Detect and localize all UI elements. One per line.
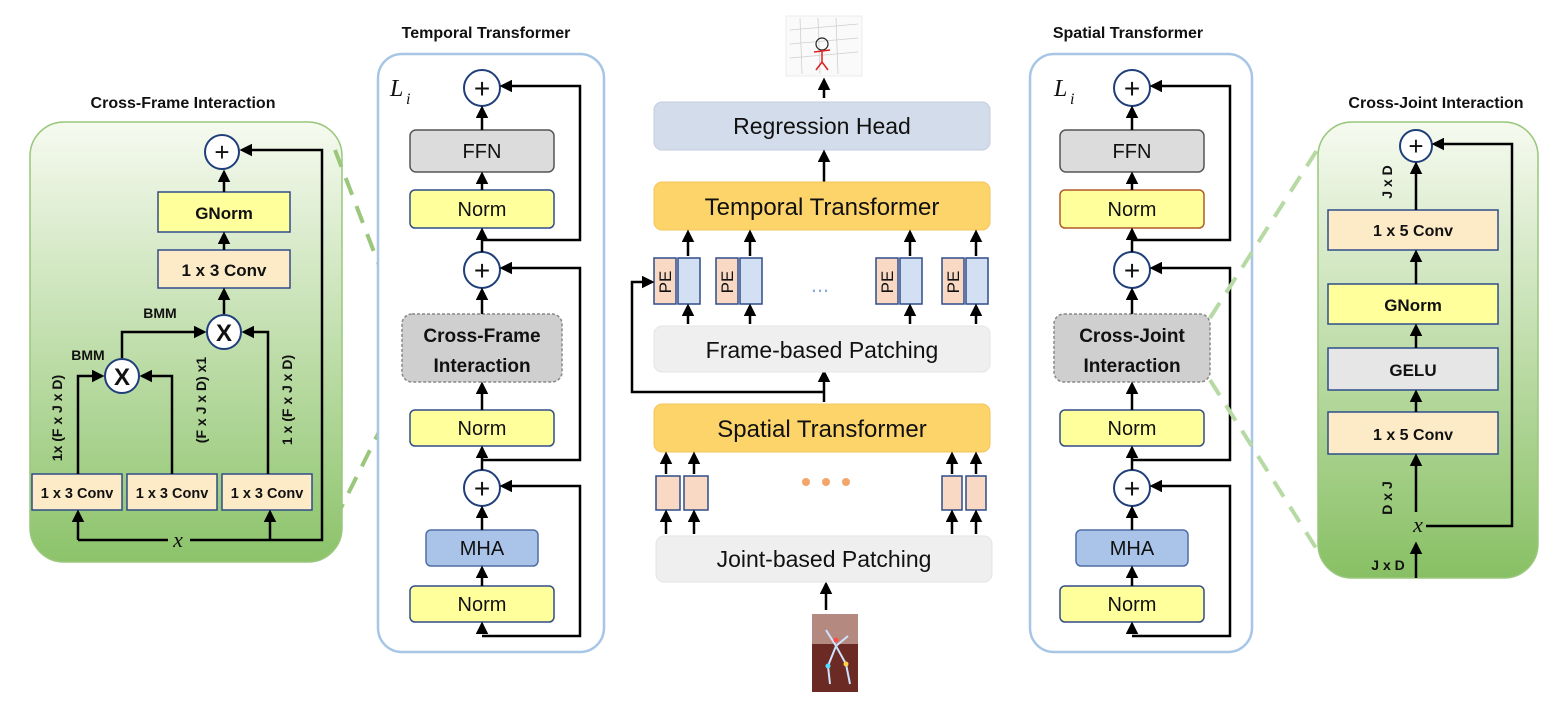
svg-text:GNorm: GNorm	[195, 204, 253, 223]
svg-text:+: +	[474, 473, 490, 504]
svg-text:PE: PE	[944, 271, 963, 294]
svg-text:Norm: Norm	[1108, 418, 1157, 440]
input-x: x	[1412, 512, 1423, 537]
svg-text:Norm: Norm	[458, 199, 507, 221]
gnorm-box	[1327, 283, 1499, 325]
svg-text:+: +	[1124, 473, 1140, 504]
svg-text:1 x 3 Conv: 1 x 3 Conv	[41, 486, 114, 502]
svg-text:Norm: Norm	[1108, 199, 1157, 221]
ellipsis-dots: ...	[811, 272, 829, 297]
svg-text:GELU: GELU	[1389, 361, 1436, 380]
svg-text:+: +	[1408, 131, 1423, 161]
dim-label-1: 1x (F x J x D)	[49, 375, 65, 461]
conv-box-top	[157, 249, 291, 289]
frame-patching-box	[653, 325, 991, 373]
bmm-label-top: BMM	[143, 305, 176, 321]
conv-box-bottom	[1327, 411, 1499, 455]
svg-text:X: X	[216, 320, 232, 347]
svg-text:PE: PE	[878, 271, 897, 294]
svg-text:PE: PE	[718, 271, 737, 294]
temporal-transformer-box	[653, 181, 991, 231]
spatial-transformer-block: Spatial Transformer L i + FFN Norm + Cro…	[1028, 25, 1254, 654]
svg-text:1 x 5 Conv: 1 x 5 Conv	[1373, 427, 1453, 444]
cross-frame-title: Cross-Frame Interaction	[91, 95, 276, 112]
multiply-circle-icon	[206, 314, 242, 350]
svg-text:1 x 3 Conv: 1 x 3 Conv	[181, 261, 267, 280]
center-pipeline: Regression Head Temporal Transformer PE …	[630, 15, 993, 692]
cross-joint-title: Cross-Joint Interaction	[1348, 95, 1523, 112]
input-video-frame-image	[812, 614, 858, 692]
joint-token-group	[655, 475, 987, 511]
add-circle-icon	[204, 134, 240, 170]
svg-text:L: L	[1053, 76, 1067, 102]
svg-text:Regression Head: Regression Head	[733, 113, 911, 139]
svg-text:+: +	[1124, 73, 1140, 104]
svg-text:FFN: FFN	[1113, 141, 1152, 163]
svg-text:MHA: MHA	[1110, 538, 1155, 560]
multiply-circle-icon	[104, 358, 140, 394]
dim-label-2: (F x J x D) x1	[193, 357, 209, 444]
svg-text:GNorm: GNorm	[1384, 296, 1442, 315]
svg-text:Joint-based Patching: Joint-based Patching	[717, 546, 932, 572]
svg-text:1 x 3 Conv: 1 x 3 Conv	[231, 486, 304, 502]
svg-text:Interaction: Interaction	[433, 356, 530, 377]
gelu-box	[1327, 347, 1499, 391]
spatial-block-title: Spatial Transformer	[1053, 25, 1203, 42]
temporal-transformer-block: Temporal Transformer L i + FFN Norm + Cr…	[376, 25, 606, 654]
dim-label-3: 1 x (F x J x D)	[279, 355, 295, 445]
joint-patching-box	[655, 535, 993, 583]
bmm-label-left: BMM	[71, 347, 104, 363]
svg-text:Temporal Transformer: Temporal Transformer	[705, 194, 940, 221]
svg-text:Norm: Norm	[458, 594, 507, 616]
svg-text:Norm: Norm	[1108, 594, 1157, 616]
svg-text:+: +	[214, 137, 229, 167]
cross-joint-panel: Cross-Joint Interaction + 1 x 5 Conv GNo…	[1317, 95, 1539, 579]
svg-text:1 x 3 Conv: 1 x 3 Conv	[136, 486, 209, 502]
svg-text:+: +	[1124, 255, 1140, 286]
orange-dots	[802, 478, 850, 486]
dim-label-top: J x D	[1379, 165, 1395, 198]
svg-text:1 x 5 Conv: 1 x 5 Conv	[1373, 223, 1453, 240]
svg-text:Interaction: Interaction	[1083, 356, 1180, 377]
svg-text:FFN: FFN	[463, 141, 502, 163]
svg-text:Cross-Joint: Cross-Joint	[1079, 326, 1185, 347]
svg-text:X: X	[114, 364, 130, 391]
temporal-block-title: Temporal Transformer	[402, 25, 571, 42]
input-x: x	[172, 527, 183, 552]
svg-text:Cross-Frame: Cross-Frame	[423, 326, 540, 347]
pose-3d-output-image	[785, 15, 863, 77]
dim-label-mid: D x J	[1379, 481, 1395, 514]
zoom-connector-right	[1208, 134, 1328, 550]
svg-text:+: +	[474, 255, 490, 286]
cross-frame-panel: Cross-Frame Interaction + GNorm 1 x 3 Co…	[29, 95, 343, 563]
svg-text:MHA: MHA	[460, 538, 505, 560]
dim-label-bottom: J x D	[1371, 557, 1404, 573]
svg-text:L: L	[389, 76, 403, 102]
svg-text:+: +	[474, 73, 490, 104]
svg-text:Norm: Norm	[458, 418, 507, 440]
svg-text:PE: PE	[656, 271, 675, 294]
svg-text:i: i	[406, 91, 410, 108]
svg-text:Frame-based Patching: Frame-based Patching	[706, 337, 939, 363]
svg-text:i: i	[1070, 91, 1074, 108]
spatial-transformer-box	[653, 403, 991, 453]
svg-text:Spatial Transformer: Spatial Transformer	[717, 416, 926, 443]
